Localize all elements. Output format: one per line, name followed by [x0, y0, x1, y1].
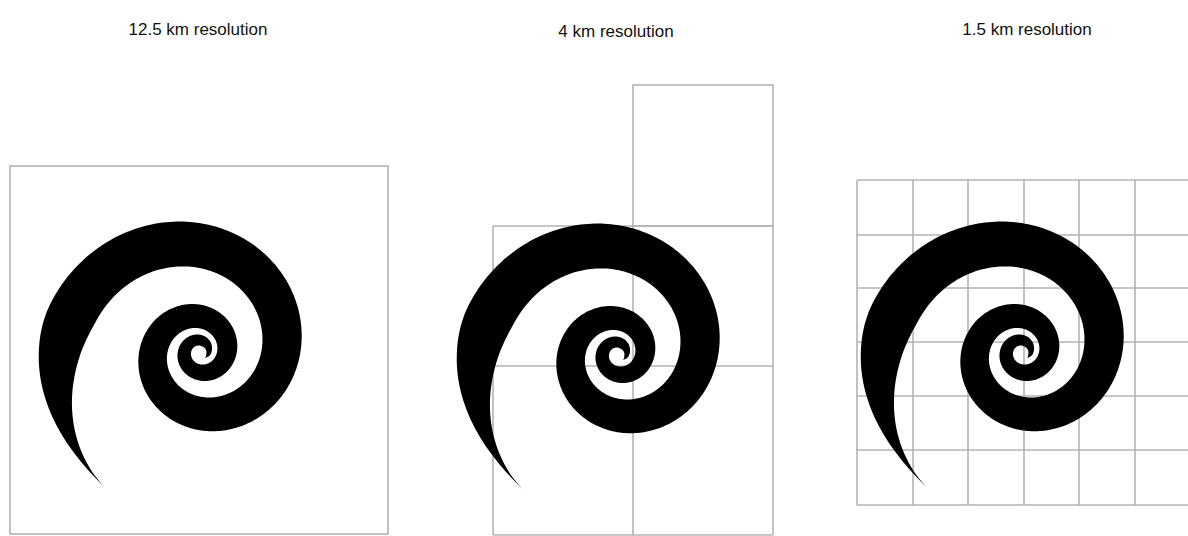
grid-line [857, 449, 1188, 451]
panel-title: 12.5 km resolution [129, 20, 268, 40]
grid-cell [633, 85, 773, 226]
spiral-shape [39, 222, 302, 490]
grid-cell [10, 166, 388, 534]
spiral-shape [457, 224, 720, 492]
grid-lines [857, 180, 1188, 505]
panel-title: 4 km resolution [558, 22, 673, 42]
grid-line [857, 504, 1188, 506]
grid-line [857, 395, 1188, 397]
grid-line [772, 226, 774, 535]
grid-lines [10, 85, 1188, 535]
spiral-shape [861, 222, 1124, 490]
grid-line [857, 179, 1188, 181]
panel-title: 1.5 km resolution [962, 20, 1091, 40]
